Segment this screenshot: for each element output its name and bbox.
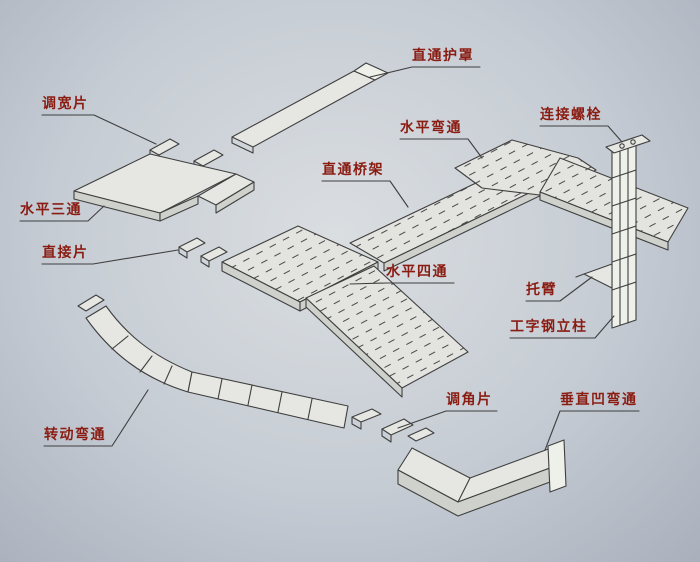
label-rotating-elbow: 转动弯通 (44, 426, 106, 442)
part-bracket-arm (575, 263, 613, 289)
label-angle-adjust-piece: 调角片 (446, 391, 493, 407)
leader-horizontal-cross (349, 282, 455, 285)
leader-i-beam-column (509, 315, 615, 339)
leader-horizontal-tee (19, 205, 105, 222)
leader-bracket-arm (525, 276, 593, 302)
leader-vertical-concave-elbow (544, 410, 640, 451)
label-horizontal-elbow: 水平弯通 (400, 119, 462, 135)
leader-rotating-elbow (43, 389, 149, 447)
part-lower-tray (305, 265, 469, 398)
part-rotating-elbow (77, 294, 349, 429)
label-i-beam-column: 工字钢立柱 (510, 318, 588, 334)
label-horizontal-cross: 水平四通 (386, 263, 448, 279)
leader-direct-piece (41, 249, 179, 265)
part-angle-adjust-pieces (351, 408, 414, 443)
leader-lines (19, 66, 640, 451)
label-straight-tray: 直通桥架 (322, 161, 384, 177)
leader-angle-adjust-piece (397, 410, 498, 429)
label-width-adjust-piece: 调宽片 (42, 95, 89, 111)
label-direct-piece: 直接片 (42, 244, 89, 260)
label-vertical-concave-elbow: 垂直凹弯通 (560, 391, 638, 407)
part-straight-cover (231, 62, 389, 154)
label-bracket-arm: 托臂 (526, 281, 557, 297)
label-connecting-bolt: 连接螺栓 (540, 106, 602, 122)
leader-connecting-bolt (539, 125, 623, 143)
leader-straight-cover (369, 66, 481, 78)
leader-width-adjust-piece (41, 114, 157, 145)
bolt-icon (619, 143, 625, 149)
part-horizontal-tee (73, 153, 255, 222)
leader-straight-tray (321, 180, 409, 208)
part-vertical-concave-elbow (397, 427, 567, 517)
part-direct-pieces (178, 237, 228, 268)
leader-horizontal-elbow (399, 138, 483, 159)
label-straight-cover: 直通护罩 (412, 47, 474, 63)
bolt-icon (630, 139, 636, 145)
label-horizontal-tee: 水平三通 (20, 201, 82, 217)
